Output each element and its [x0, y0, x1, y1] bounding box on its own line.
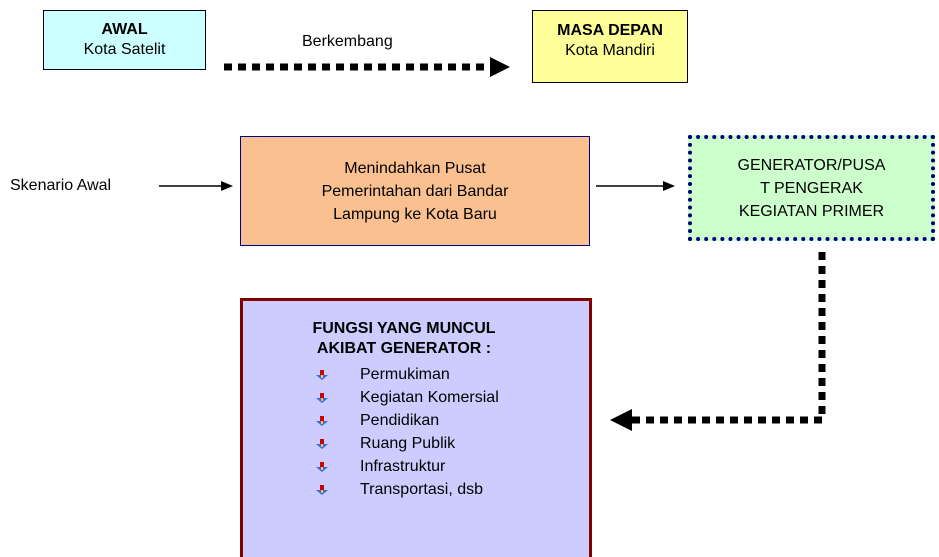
arrow-bullet-icon	[316, 439, 328, 449]
list-item: Pendidikan	[243, 409, 589, 432]
masa-depan-subtitle: Kota Mandiri	[565, 42, 655, 59]
generator-box: GENERATOR/PUSA T PENGERAK KEGIATAN PRIME…	[688, 135, 935, 241]
awal-box: AWAL Kota Satelit	[43, 10, 206, 70]
item-label: Infrastruktur	[360, 458, 446, 475]
item-label: Ruang Publik	[360, 435, 456, 452]
arrow-bullet-icon	[316, 462, 328, 472]
berkembang-label: Berkembang	[302, 33, 393, 50]
item-label: Transportasi, dsb	[360, 481, 484, 498]
list-item: Ruang Publik	[243, 432, 589, 455]
fungsi-title-line-2: AKIBAT GENERATOR :	[316, 340, 492, 357]
fungsi-title-line-1: FUNGSI YANG MUNCUL	[312, 320, 496, 337]
list-item: Infrastruktur	[243, 455, 589, 478]
generator-line-1: GENERATOR/PUSA	[737, 156, 886, 174]
center-to-generator-arrow	[596, 181, 675, 191]
list-item: Kegiatan Komersial	[243, 386, 589, 409]
list-item: Permukiman	[243, 363, 589, 386]
arrow-bullet-icon	[316, 393, 328, 403]
generator-line-2: T PENGERAK	[760, 179, 863, 197]
center-line-1: Menindahkan Pusat	[344, 159, 486, 177]
item-label: Kegiatan Komersial	[360, 389, 499, 406]
awal-title: AWAL	[101, 21, 148, 38]
center-line-2: Pemerintahan dari Bandar	[321, 182, 509, 200]
fungsi-title: FUNGSI YANG MUNCUL AKIBAT GENERATOR :	[243, 319, 589, 359]
list-item: Transportasi, dsb	[243, 478, 589, 501]
masa-depan-box: MASA DEPAN Kota Mandiri	[532, 10, 688, 83]
skenario-awal-label: Skenario Awal	[10, 177, 112, 194]
masa-depan-title: MASA DEPAN	[557, 22, 663, 39]
berkembang-arrow	[224, 57, 510, 77]
fungsi-list: Permukiman Kegiatan Komersial Pendidikan…	[243, 363, 589, 501]
arrow-bullet-icon	[316, 370, 328, 380]
item-label: Permukiman	[360, 366, 450, 383]
generator-to-fungsi-arrow	[610, 252, 826, 431]
arrow-bullet-icon	[316, 485, 328, 495]
arrow-bullet-icon	[316, 416, 328, 426]
center-line-3: Lampung ke Kota Baru	[333, 205, 497, 223]
fungsi-box: FUNGSI YANG MUNCUL AKIBAT GENERATOR : Pe…	[240, 298, 592, 557]
generator-line-3: KEGIATAN PRIMER	[738, 202, 885, 220]
skenario-arrow	[159, 181, 233, 191]
item-label: Pendidikan	[360, 412, 440, 429]
awal-subtitle: Kota Satelit	[83, 41, 166, 58]
center-box: Menindahkan Pusat Pemerintahan dari Band…	[240, 136, 590, 246]
